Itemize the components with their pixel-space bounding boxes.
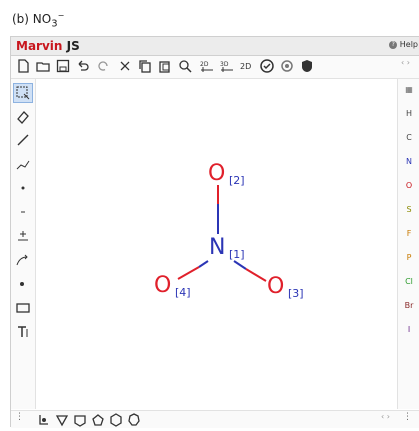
atom-o2-index: [2] xyxy=(229,174,245,187)
info-icon[interactable] xyxy=(299,58,315,74)
bond-n-o4[interactable] xyxy=(198,260,209,268)
zoom-icon[interactable] xyxy=(177,58,193,74)
element-o[interactable]: O xyxy=(405,181,413,190)
erase-tool-icon[interactable] xyxy=(14,107,32,125)
save-icon[interactable] xyxy=(55,58,71,74)
element-n[interactable]: N xyxy=(406,157,412,166)
triangle-ring-icon[interactable] xyxy=(55,412,69,427)
svg-text:3D: 3D xyxy=(220,61,229,68)
svg-text:2D: 2D xyxy=(240,62,251,71)
redo-icon[interactable] xyxy=(95,58,111,74)
element-f[interactable]: F xyxy=(406,229,412,238)
help-icon: ? xyxy=(389,40,398,49)
app-logo: Marvin JS xyxy=(16,39,80,53)
toolbar-scroll-arrows[interactable]: ‹ › xyxy=(401,58,410,67)
left-toolbar xyxy=(11,79,36,409)
rectangle-shape-icon[interactable] xyxy=(14,299,32,317)
atom-n1-index: [1] xyxy=(229,248,245,261)
template-icon[interactable] xyxy=(37,412,51,426)
decrease-charge-icon[interactable] xyxy=(14,203,32,221)
heptagon-ring-icon[interactable] xyxy=(127,412,141,426)
help-label: Help xyxy=(399,40,418,49)
increase-charge-icon[interactable] xyxy=(14,179,32,197)
text-tool-icon[interactable] xyxy=(14,323,32,341)
top-toolbar: 2D 3D 2D ‹ › xyxy=(11,56,419,79)
caption-text: (b) NO xyxy=(12,12,52,26)
figure-caption: (b) NO3− xyxy=(12,11,64,29)
bond-n-o3-oxygen xyxy=(245,268,267,282)
element-s[interactable]: S xyxy=(406,205,412,214)
bottom-right-handle[interactable]: ⋮ xyxy=(403,412,412,422)
help-button[interactable]: ? Help xyxy=(389,40,418,49)
element-br[interactable]: Br xyxy=(404,301,414,310)
select-tool-icon[interactable] xyxy=(13,83,33,103)
periodic-table-icon[interactable]: ▦ xyxy=(405,85,413,94)
new-document-icon[interactable] xyxy=(15,58,31,74)
element-p[interactable]: P xyxy=(406,253,412,262)
check-icon[interactable] xyxy=(259,58,275,74)
bond-n-o4-oxygen xyxy=(177,266,200,280)
caption-subscript: 3 xyxy=(51,18,58,30)
chain-icon[interactable] xyxy=(14,155,32,173)
copy-icon[interactable] xyxy=(137,58,153,74)
clean-icon[interactable]: 2D xyxy=(239,58,255,74)
caption-superscript: − xyxy=(57,11,65,20)
radical-icon[interactable] xyxy=(14,275,32,293)
atom-o3[interactable]: O xyxy=(267,274,285,299)
periodic-bar: ▦ H C N O S F P Cl Br I xyxy=(397,79,419,409)
svg-text:2D: 2D xyxy=(200,61,209,68)
element-c[interactable]: C xyxy=(406,133,412,142)
bottom-scroll-arrows[interactable]: ‹ › xyxy=(381,412,390,421)
open-icon[interactable] xyxy=(35,58,51,74)
element-h[interactable]: H xyxy=(405,109,412,118)
title-bar: Marvin JS ? Help xyxy=(11,37,419,56)
marvin-window: Marvin JS ? Help 2D 3D 2D ‹ › ▦ H xyxy=(10,36,419,428)
single-bond-icon[interactable] xyxy=(14,131,32,149)
atom-o4-index: [4] xyxy=(175,286,191,299)
charge-tool-icon[interactable] xyxy=(14,227,32,245)
paste-icon[interactable] xyxy=(157,58,173,74)
cut-icon[interactable] xyxy=(117,58,133,74)
align-3d-icon[interactable]: 3D xyxy=(219,58,235,74)
reaction-arrow-icon[interactable] xyxy=(14,251,32,269)
hexagon-ring-icon[interactable] xyxy=(109,412,123,427)
atom-n1[interactable]: N xyxy=(209,235,226,260)
bonds-layer xyxy=(177,185,267,282)
undo-icon[interactable] xyxy=(75,58,91,74)
atom-o3-index: [3] xyxy=(288,287,304,300)
element-i[interactable]: I xyxy=(407,325,411,334)
drawing-canvas[interactable]: O [2] N [1] O [4] O [3] xyxy=(36,79,397,409)
atom-o2[interactable]: O xyxy=(208,161,226,186)
align-2d-icon[interactable]: 2D xyxy=(199,58,215,74)
element-cl[interactable]: Cl xyxy=(405,277,413,286)
settings-icon[interactable] xyxy=(279,58,295,74)
square-ring-icon[interactable] xyxy=(73,412,87,427)
bottom-scroll-handle[interactable]: ⋮ xyxy=(15,412,24,422)
pentagon-ring-icon[interactable] xyxy=(91,412,105,426)
bond-n-o3[interactable] xyxy=(233,260,247,270)
atom-o4[interactable]: O xyxy=(154,273,172,298)
bottom-toolbar: ⋮ ‹ › ⋮ xyxy=(11,410,419,428)
